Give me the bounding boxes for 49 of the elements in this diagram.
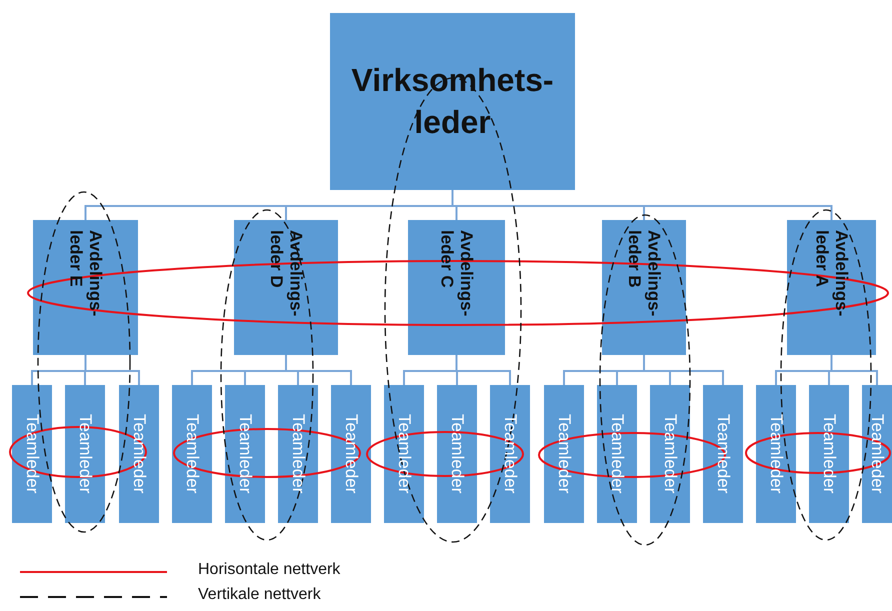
org-box — [33, 220, 138, 355]
box-label: Teamleder — [129, 414, 149, 494]
box-label: Teamleder — [766, 414, 786, 494]
legend-label: Vertikale nettverk — [198, 586, 321, 604]
box-label: Teamleder — [235, 414, 255, 494]
box-label: Avdelings- leder A — [812, 230, 852, 318]
org-box — [119, 385, 159, 523]
org-box — [597, 385, 637, 523]
org-box — [234, 220, 338, 355]
box-label: Teamleder — [607, 414, 627, 494]
box-label: Avdelings- leder C — [436, 230, 476, 318]
org-box — [756, 385, 796, 523]
box-label: Avdelings- leder D — [266, 230, 306, 318]
org-box — [408, 220, 505, 355]
box-label: Teamleder — [867, 414, 887, 494]
box-label: Teamleder — [819, 414, 839, 494]
org-box — [809, 385, 849, 523]
org-box — [172, 385, 212, 523]
org-box — [330, 13, 575, 190]
box-label: Teamleder — [713, 414, 733, 494]
box-label: Teamleder — [22, 414, 42, 494]
box-label: Teamleder — [447, 414, 467, 494]
connector-line — [452, 190, 832, 220]
org-box — [787, 220, 876, 355]
org-box — [490, 385, 530, 523]
org-box — [225, 385, 265, 523]
org-box — [384, 385, 424, 523]
org-box — [544, 385, 584, 523]
org-box — [602, 220, 686, 355]
org-box — [65, 385, 105, 523]
box-label: Teamleder — [500, 414, 520, 494]
org-box — [437, 385, 477, 523]
box-label: Avdelings- leder E — [66, 230, 106, 318]
org-box — [650, 385, 690, 523]
box-label: Teamleder — [288, 414, 308, 494]
org-box — [278, 385, 318, 523]
box-label: Teamleder — [660, 414, 680, 494]
org-box — [331, 385, 371, 523]
box-label: Teamleder — [182, 414, 202, 494]
org-box — [12, 385, 52, 523]
box-label: Teamleder — [75, 414, 95, 494]
title-text: Virksomhets- leder — [350, 60, 555, 142]
legend-label: Horisontale nettverk — [198, 561, 340, 579]
box-label: Teamleder — [554, 414, 574, 494]
org-box — [703, 385, 743, 523]
box-label: Avdelings- leder B — [624, 230, 664, 318]
box-label: Teamleder — [341, 414, 361, 494]
org-box — [862, 385, 892, 523]
box-label: Teamleder — [394, 414, 414, 494]
